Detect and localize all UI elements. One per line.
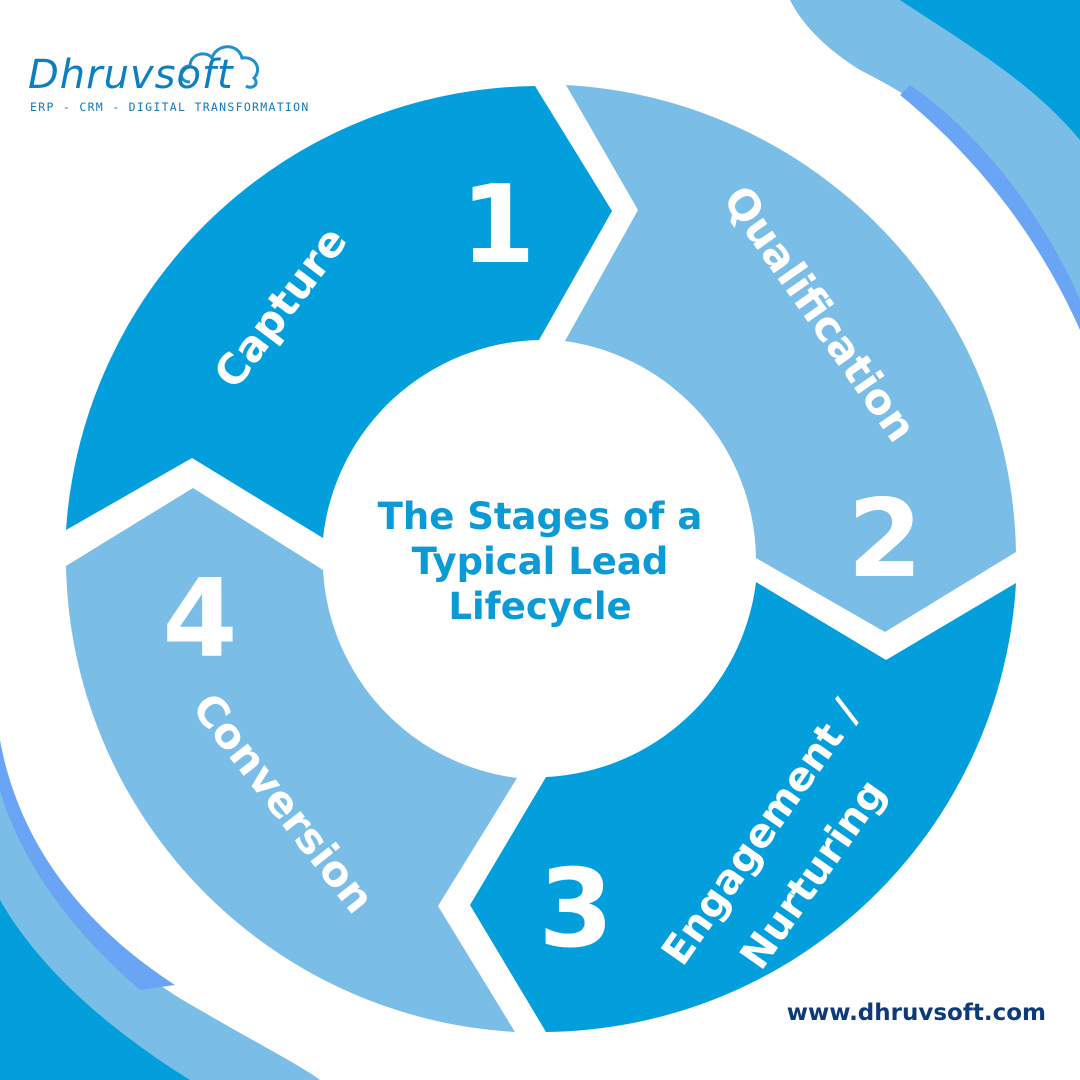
stage-1-number: 1 — [460, 163, 535, 288]
title-line-3: Lifecycle — [448, 585, 632, 628]
stage-1-segment — [66, 86, 612, 538]
diagram-title: The Stages of a Typical Lead Lifecycle — [325, 494, 755, 629]
top-right-wave-accent — [900, 85, 1080, 330]
bottom-left-wave-accent — [0, 740, 175, 990]
brand-logo: Dhruvsoft ERP - CRM - DIGITAL TRANSFORMA… — [22, 34, 308, 124]
stage-4-segment — [66, 488, 517, 1032]
title-line-2: Typical Lead — [411, 540, 669, 583]
stage-3-segment — [470, 582, 1016, 1032]
stage-2-number: 2 — [847, 477, 922, 602]
logo-wordmark: Dhruvsoft — [28, 52, 234, 98]
logo-tagline: ERP - CRM - DIGITAL TRANSFORMATION — [30, 100, 310, 114]
cloud-icon — [179, 45, 259, 89]
stage-3-number: 3 — [538, 847, 613, 972]
bottom-left-wave-dark — [0, 900, 190, 1080]
top-right-wave-dark — [900, 0, 1080, 140]
top-right-wave-light — [790, 0, 1080, 320]
stage-4-number: 4 — [162, 557, 237, 682]
stage-2-segment — [565, 85, 1016, 632]
title-line-1: The Stages of a — [377, 495, 703, 538]
website-url: www.dhruvsoft.com — [786, 1000, 1046, 1026]
